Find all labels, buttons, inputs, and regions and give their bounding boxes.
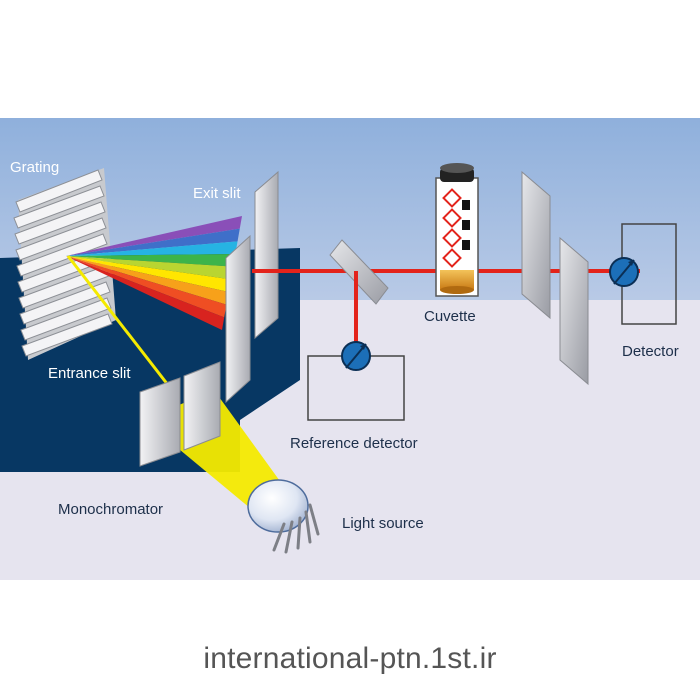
spectrum-band: [66, 256, 231, 292]
detector-icon: [609, 257, 639, 287]
footer-url: international-ptn.1st.ir: [203, 642, 497, 675]
spectrum-band: [66, 241, 238, 256]
incident-light-ray: [66, 255, 170, 386]
cuvette: [435, 163, 479, 297]
spectrum-fan: [66, 216, 242, 330]
label-exit-slit: Exit slit: [193, 185, 241, 202]
detector-slit: [521, 170, 589, 386]
label-detector: Detector: [622, 343, 679, 360]
spectrum-band: [66, 256, 225, 330]
spectrum-band: [66, 216, 242, 256]
light-source-bulb: [247, 479, 320, 554]
entrance-slit: [139, 361, 221, 467]
label-grating: Grating: [10, 159, 59, 176]
exit-slit: [225, 170, 279, 404]
label-monochromator: Monochromator: [58, 501, 163, 518]
spectrum-band: [66, 254, 236, 267]
spectrum-band: [66, 256, 229, 305]
label-light-source: Light source: [342, 515, 424, 532]
spectrum-band: [66, 256, 227, 318]
spectrum-band: [66, 228, 240, 256]
spectrum-band: [66, 256, 234, 280]
beam-splitter: [329, 239, 389, 305]
label-entrance-slit: Entrance slit: [48, 365, 131, 382]
label-reference-detector: Reference detector: [290, 435, 418, 452]
reference-detector-icon: [341, 341, 371, 371]
label-cuvette: Cuvette: [424, 308, 476, 325]
grating: [13, 168, 116, 360]
